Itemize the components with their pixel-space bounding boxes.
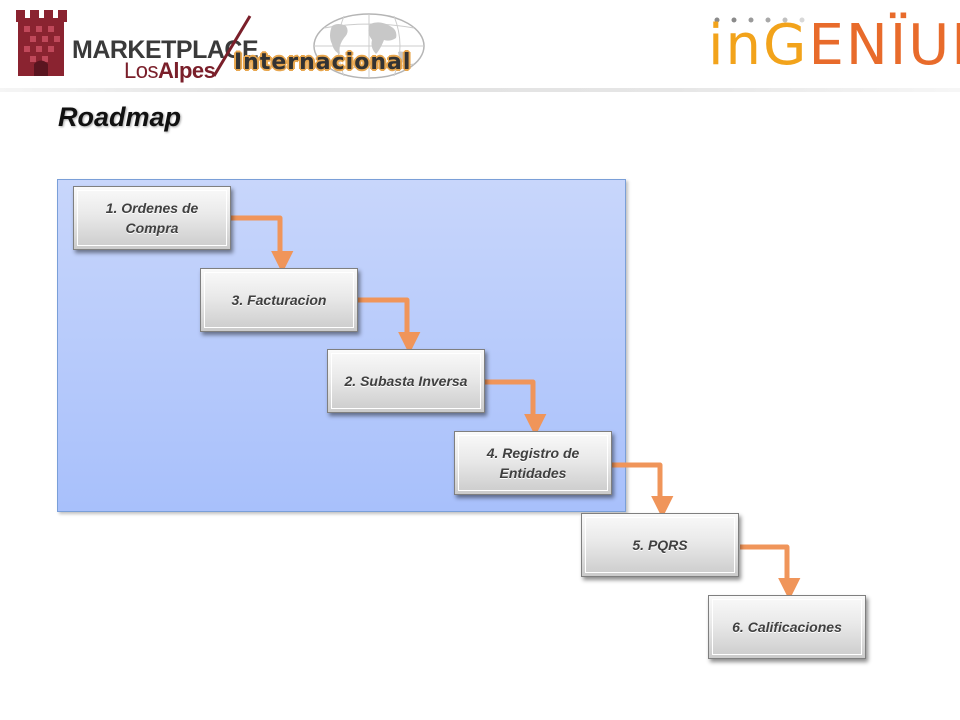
step-label: 1. Ordenes de Compra [105,200,199,236]
header: MARKETPLACE LosAlpes Internacional inGEN… [0,0,960,95]
step-label: 4. Registro de Entidades [486,445,580,481]
connector-1-2 [231,215,294,274]
step-label: 3. Facturacion [231,292,327,308]
ingenium-logo-part-b: ENÏUM [808,13,960,78]
page-title: Roadmap [58,102,182,132]
step-ordenes-de-compra: 1. Ordenes de Compra [73,186,231,250]
step-registro-de-entidades: 4. Registro de Entidades [454,431,612,495]
brand-subtitle-bold: Alpes [157,58,216,83]
brand-subtitle: LosAlpes [124,58,216,84]
divider-slash [212,15,252,77]
internacional-label: Internacional [234,50,412,75]
step-pqrs: 5. PQRS [581,513,739,577]
connector-3-4 [485,379,547,437]
step-subasta-inversa: 2. Subasta Inversa [327,349,485,413]
step-calificaciones: 6. Calificaciones [708,595,866,659]
marketplace-logo: MARKETPLACE LosAlpes [14,8,259,83]
ingenium-logo-part-a: inG [708,13,809,78]
step-facturacion: 3. Facturacion [200,268,358,332]
castle-icon [16,10,67,76]
brand-subtitle-light: Los [124,58,158,83]
header-divider [0,88,960,92]
world-map-icon [313,13,425,79]
connector-4-5 [612,462,674,519]
brand-name: MARKETPLACE [72,36,259,64]
step-label: 5. PQRS [632,537,688,553]
step-label: 6. Calificaciones [732,619,842,635]
connector-2-3 [358,297,421,355]
step-label: 2. Subasta Inversa [344,373,468,389]
connector-5-6 [740,544,801,601]
ingenium-dots [714,17,805,23]
ingenium-logo: inGENÏUM [708,18,960,74]
